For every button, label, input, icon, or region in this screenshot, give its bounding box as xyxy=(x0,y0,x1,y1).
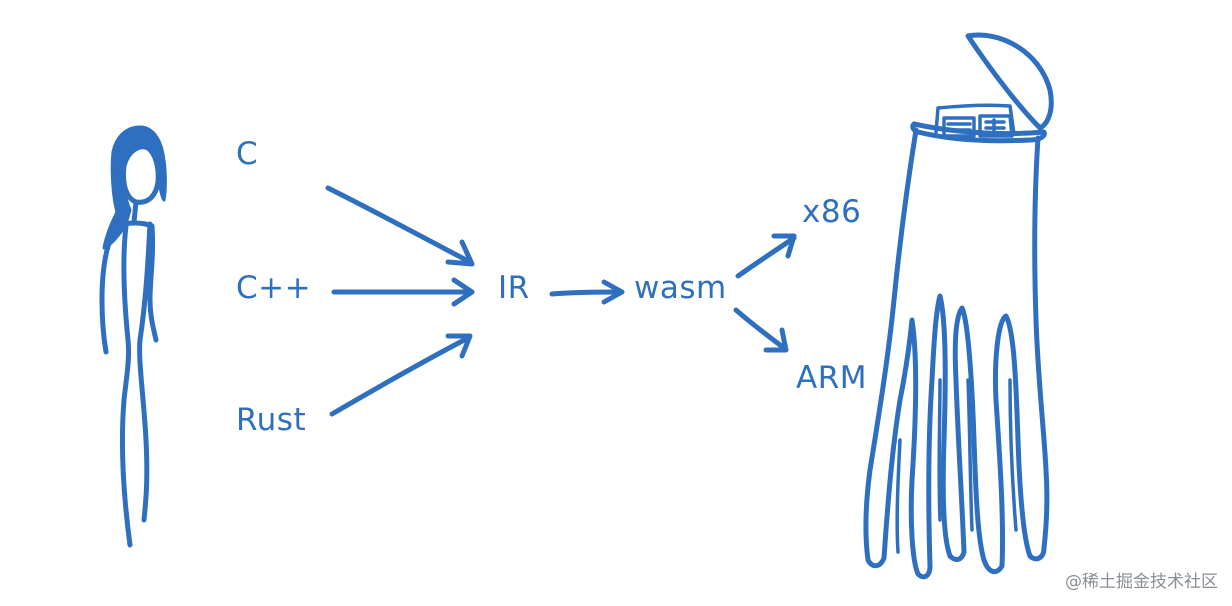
source-label-c: C xyxy=(236,136,259,172)
tentacle-four xyxy=(981,313,1033,575)
wasm-label: wasm xyxy=(634,270,727,306)
target-label-x86: x86 xyxy=(802,194,862,230)
arrow-c-to-ir xyxy=(325,185,475,267)
arrow-wasm-to-x86 xyxy=(735,233,797,279)
tentacle-two xyxy=(926,293,953,569)
machine-paper xyxy=(934,103,1016,136)
developer-figure xyxy=(99,125,167,548)
machine-creature xyxy=(863,32,1054,580)
developer-right-arm xyxy=(147,223,159,343)
developer-shoulders xyxy=(115,220,155,229)
developer-torso-right xyxy=(137,221,153,523)
machine-body-left xyxy=(863,127,919,563)
tentacle-one xyxy=(865,317,933,580)
target-label-arm: ARM xyxy=(796,360,867,396)
arrow-cpp-to-ir xyxy=(331,277,475,307)
tentacle-three xyxy=(947,305,987,563)
developer-left-arm xyxy=(99,223,121,355)
ir-label: IR xyxy=(498,270,530,306)
developer-torso-left xyxy=(119,223,133,548)
arrow-wasm-to-arm xyxy=(733,307,789,353)
source-label-rust: Rust xyxy=(236,402,307,438)
tentacle-inner-lines xyxy=(895,378,1018,554)
arrow-rust-to-ir xyxy=(329,333,473,417)
tentacle-five xyxy=(1027,545,1047,562)
watermark-text: @稀土掘金技术社区 xyxy=(1065,572,1218,592)
machine-body-right xyxy=(1032,135,1050,551)
developer-face xyxy=(121,144,161,205)
source-label-cpp: C++ xyxy=(236,270,312,306)
developer-neck xyxy=(131,199,139,225)
arrow-ir-to-wasm xyxy=(549,279,625,305)
machine-lid xyxy=(965,32,1054,131)
